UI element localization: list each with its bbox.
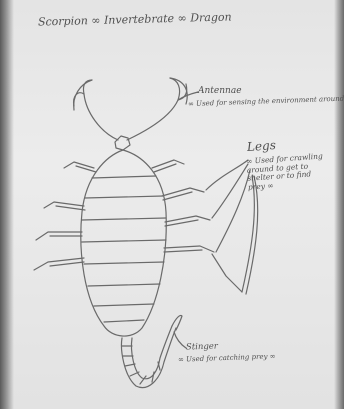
scorpion-legs-right <box>152 160 214 252</box>
scorpion-head <box>115 136 130 150</box>
scorpion-antennae <box>74 78 188 140</box>
legs-label: Legs <box>247 139 277 155</box>
stinger-pointer-line <box>174 332 186 348</box>
scorpion-stinger <box>172 315 182 330</box>
legs-description: ∞ Used for crawling around to get to she… <box>246 152 328 192</box>
stinger-label: Stinger <box>186 342 218 353</box>
scorpion-legs-left <box>34 162 96 270</box>
antennae-label: Antennae <box>198 86 242 96</box>
antennae-pointer-line <box>178 92 198 100</box>
scorpion-body <box>81 150 166 336</box>
